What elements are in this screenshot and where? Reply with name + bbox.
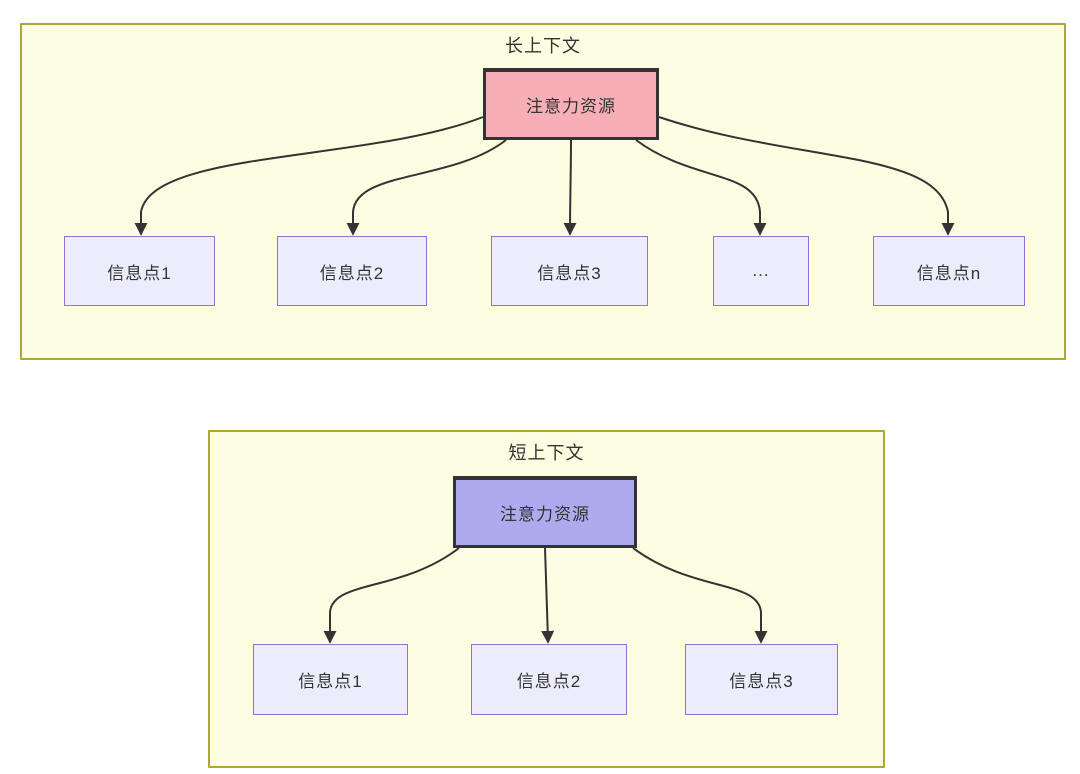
short-info-node-3: 信息点3 (685, 644, 838, 715)
long-info-node-n: 信息点n (873, 236, 1025, 306)
short-info-node-2: 信息点2 (471, 644, 627, 715)
long-context-title: 长上下文 (505, 36, 581, 56)
short-attention-resource-node: 注意力资源 (453, 476, 637, 548)
long-info-node-1: 信息点1 (64, 236, 215, 306)
short-context-title: 短上下文 (508, 443, 585, 463)
long-info-node-3: 信息点3 (491, 236, 648, 306)
long-info-node-2: 信息点2 (277, 236, 427, 306)
short-info-node-1: 信息点1 (253, 644, 408, 715)
long-attention-resource-node: 注意力资源 (483, 68, 659, 140)
long-info-node-ellipsis: ... (713, 236, 809, 306)
